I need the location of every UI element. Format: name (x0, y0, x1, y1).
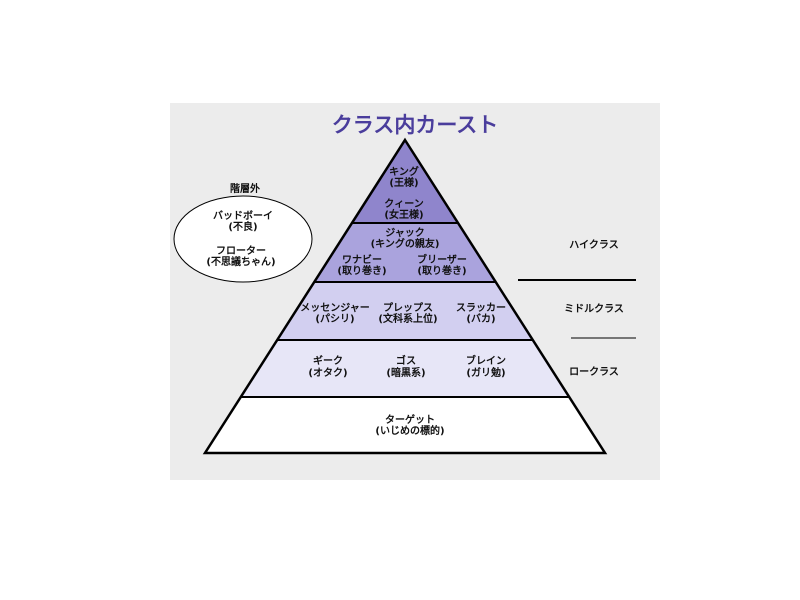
tier-top (352, 140, 458, 223)
role-king: キング (389, 165, 419, 178)
role-slacker-note: (バカ) (466, 313, 495, 325)
role-preps: プレップス (383, 301, 433, 314)
role-geek: ギーク (313, 354, 343, 367)
role-slacker: スラッカー (456, 302, 506, 314)
outside-heading: 階層外 (230, 182, 260, 195)
role-preps-note: (文科系上位) (378, 312, 437, 325)
role-goth-note: (暗黒系) (386, 366, 425, 379)
top-tier-labels: キング (王様) クィーン (女王様) (384, 165, 424, 221)
tier-bottom (205, 397, 605, 453)
role-jack: ジャック (385, 227, 425, 239)
outside-hierarchy: 階層外 バッドボーイ (不良) フローター (不思議ちゃん) (173, 182, 313, 283)
outside-ellipse (173, 195, 313, 283)
role-target-note: (いじめの標的) (375, 424, 444, 437)
role-floater-note: (不思議ちゃん) (206, 255, 275, 268)
tier-middle (277, 282, 533, 340)
role-messenger: メッセンジャー (300, 302, 370, 314)
role-breezer: ブリーザー (417, 253, 467, 266)
diagram-title: クラス内カースト (332, 112, 499, 137)
role-wannabe: ワナビー (342, 253, 382, 266)
role-geek-note: (オタク) (308, 367, 347, 379)
role-wannabe-note: (取り巻き) (337, 264, 386, 277)
label-low-class: ロークラス (569, 366, 619, 378)
role-breezer-note: (取り巻き) (417, 264, 466, 277)
role-queen: クィーン (384, 198, 424, 210)
low-tier-labels: ギーク (オタク) ゴス (暗黒系) ブレイン (ガリ勉) (308, 354, 506, 379)
role-queen-note: (女王様) (384, 208, 423, 221)
tier-dividers (241, 222, 569, 398)
role-bad-boy: バッドボーイ (213, 209, 273, 222)
pyramid-outline (202, 137, 608, 455)
class-labels: ハイクラス ミドルクラス ロークラス (518, 239, 636, 378)
role-target: ターゲット (385, 413, 435, 426)
role-brain-note: (ガリ勉) (466, 366, 505, 379)
role-bad-boy-note: (不良) (228, 220, 257, 233)
role-floater: フローター (216, 245, 266, 257)
role-jack-note: (キングの親友) (371, 237, 440, 250)
role-messenger-note: (パシリ) (315, 313, 354, 325)
tier-low (241, 340, 569, 397)
role-brain: ブレイン (466, 354, 506, 367)
label-high-class: ハイクラス (569, 239, 618, 251)
role-goth: ゴス (396, 354, 416, 367)
bottom-tier-labels: ターゲット (いじめの標的) (375, 413, 444, 437)
role-king-note: (王様) (389, 176, 418, 189)
middle-tier-labels: メッセンジャー (パシリ) プレップス (文科系上位) スラッカー (バカ) (300, 301, 506, 325)
tier-second (314, 223, 496, 282)
second-tier-labels: ジャック (キングの親友) ワナビー (取り巻き) ブリーザー (取り巻き) (337, 227, 466, 277)
label-middle-class: ミドルクラス (564, 303, 624, 315)
